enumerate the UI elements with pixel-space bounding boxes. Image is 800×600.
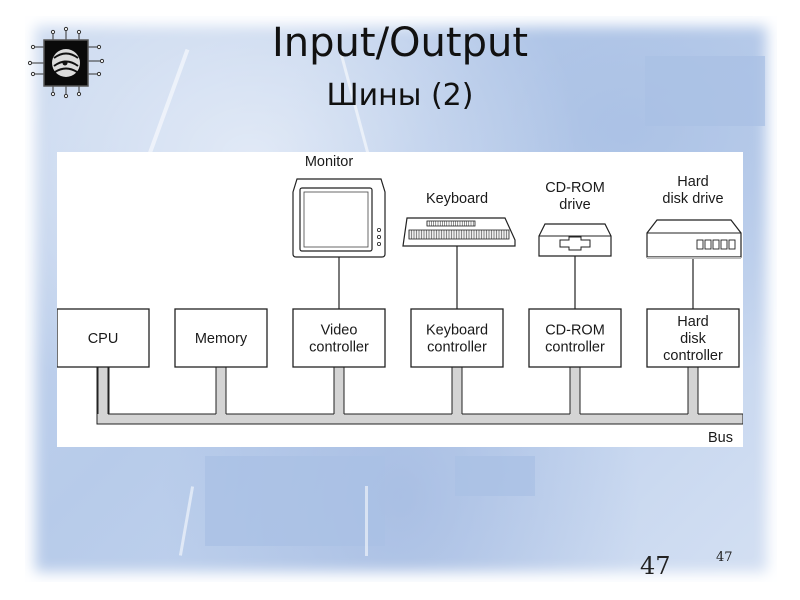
hard-disk-drive-icon [646, 219, 742, 259]
device-label: CD-ROM [545, 180, 605, 196]
component-label: controller [309, 340, 369, 356]
bus-connector [570, 367, 580, 415]
component-label: CPU [88, 331, 119, 347]
device-label: Keyboard [426, 191, 488, 207]
cdrom-drive-icon [538, 223, 612, 257]
component-label: controller [427, 340, 487, 356]
system-bus [96, 364, 744, 425]
monitor-icon [292, 178, 386, 258]
component-label: Keyboard [426, 323, 488, 339]
bus-connector [688, 367, 698, 415]
component-label: Video [321, 323, 358, 339]
chip-logo-icon [28, 26, 104, 99]
keyboard-device: Keyboard [402, 191, 516, 247]
component-label: CD-ROM [545, 323, 605, 339]
component-cpu: CPU [56, 308, 150, 368]
component-box [646, 308, 740, 368]
bus-connector [334, 367, 344, 415]
slide-number-footer: 47 [716, 550, 733, 565]
component-label: controller [663, 348, 723, 364]
component-label: Hard [677, 314, 708, 330]
slide-title: Input/Output [272, 20, 528, 66]
keyboard-icon [402, 217, 516, 247]
component-memory: Memory [174, 308, 268, 368]
component-box [174, 308, 268, 368]
device-label: Hard [677, 174, 708, 190]
component-box [528, 308, 622, 368]
bus-connector [216, 367, 226, 415]
slide-subtitle: Шины (2) [326, 78, 474, 113]
device-label: disk drive [662, 191, 723, 207]
component-box [56, 308, 150, 368]
bus-connector [452, 367, 462, 415]
monitor-device: Monitor [292, 154, 386, 258]
device-label: Monitor [305, 154, 354, 170]
bus-connector [98, 367, 108, 415]
page-number: 47 [640, 552, 671, 580]
device-label: drive [559, 197, 590, 213]
component-box [410, 308, 504, 368]
bus-label: Bus [708, 430, 733, 446]
component-label: disk [680, 331, 707, 347]
component-label: controller [545, 340, 605, 356]
component-label: Memory [195, 331, 248, 347]
